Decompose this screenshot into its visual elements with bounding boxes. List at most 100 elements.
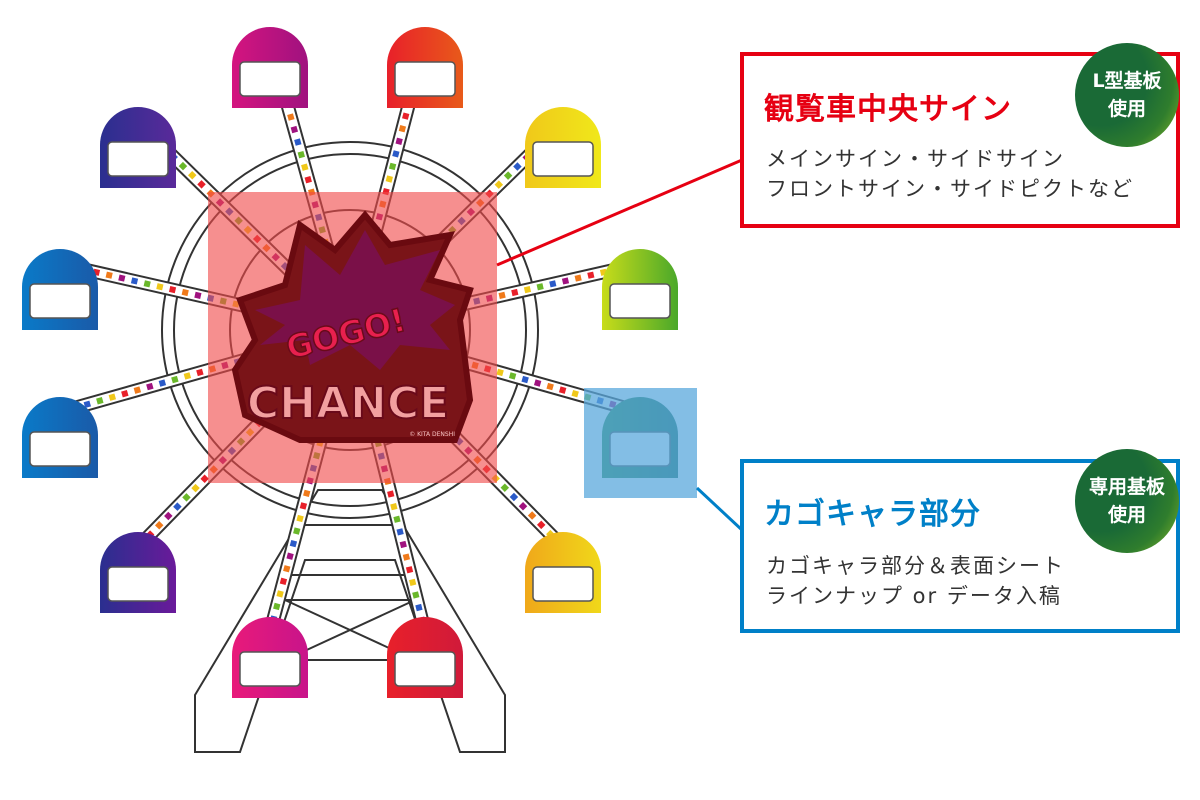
led-light: [178, 161, 188, 171]
led-light: [508, 372, 517, 380]
gondola: [100, 532, 176, 613]
led-light: [168, 286, 177, 294]
led-light: [133, 386, 142, 394]
blue-leader-line: [695, 486, 744, 532]
led-light: [301, 163, 309, 171]
gondola: [22, 397, 98, 478]
led-light: [303, 489, 311, 498]
led-light: [518, 502, 528, 511]
led-light: [500, 483, 510, 492]
led-light: [546, 382, 554, 391]
led-light: [558, 386, 567, 394]
led-light: [549, 280, 557, 288]
led-light: [283, 565, 291, 573]
desc-line: カゴキャラ部分＆表面シート: [766, 554, 1065, 578]
sign-text-chance: CHANCE: [247, 378, 449, 429]
led-light: [398, 125, 407, 133]
led-light: [154, 521, 164, 530]
gondola: [22, 249, 98, 330]
led-light: [385, 175, 393, 183]
led-light: [498, 291, 506, 299]
led-light: [523, 286, 532, 294]
led-light: [183, 372, 192, 380]
led-light: [396, 528, 404, 536]
led-light: [181, 288, 189, 297]
badge-line: L型基板: [1092, 70, 1162, 92]
led-light: [405, 566, 414, 574]
led-light: [296, 514, 304, 523]
desc-line: フロントサイン・サイドピクトなど: [766, 177, 1134, 201]
led-light: [509, 492, 519, 502]
gondola: [232, 27, 308, 108]
led-light: [156, 283, 164, 291]
led-light: [533, 379, 542, 387]
led-light: [121, 389, 129, 398]
led-light: [279, 577, 288, 585]
led-light: [130, 277, 139, 285]
led-light: [412, 591, 420, 599]
led-light: [390, 502, 398, 511]
callout-title: 観覧車中央サイン: [764, 92, 1012, 127]
board-badge-dedicated: 専用基板 使用: [1075, 449, 1179, 553]
callout-description: メインサイン・サイドサイン フロントサイン・サイドピクトなど: [766, 144, 1134, 204]
led-light: [299, 502, 308, 510]
led-light: [273, 602, 281, 611]
led-light: [197, 180, 206, 189]
led-light: [188, 170, 197, 180]
led-light: [536, 520, 546, 530]
led-light: [304, 175, 312, 184]
gondola: [232, 617, 308, 698]
led-light: [276, 590, 284, 598]
gondola: [525, 107, 601, 188]
gondola: [387, 617, 463, 698]
led-light: [511, 288, 519, 297]
led-light: [388, 162, 397, 171]
sign-copyright: © KITA DENSHI: [409, 431, 455, 438]
wheel-stand: [194, 489, 506, 753]
led-light: [571, 389, 579, 398]
led-light: [194, 291, 202, 299]
led-light: [200, 474, 209, 484]
gondola: [525, 532, 601, 613]
led-light: [536, 283, 544, 291]
gondola: [602, 249, 678, 330]
desc-line: メインサイン・サイドサイン: [766, 147, 1065, 171]
led-light: [196, 368, 204, 377]
gondola-highlight: [584, 388, 697, 498]
led-light: [387, 490, 395, 498]
led-light: [164, 511, 173, 521]
led-light: [587, 271, 595, 279]
led-light: [574, 274, 582, 282]
led-light: [393, 515, 401, 523]
led-light: [287, 113, 295, 121]
red-leader-line: [496, 158, 743, 267]
led-light: [561, 277, 570, 285]
led-light: [503, 171, 513, 180]
badge-line: 使用: [1107, 504, 1146, 526]
center-sign: GOGO! CHANCE © KITA DENSHI: [231, 210, 474, 443]
led-light: [293, 527, 301, 535]
led-light: [290, 125, 299, 134]
led-light: [182, 493, 191, 502]
led-light: [294, 138, 302, 146]
led-light: [494, 180, 504, 189]
led-light: [402, 112, 410, 120]
led-light: [392, 150, 400, 158]
led-light: [143, 280, 151, 288]
gondola: [387, 27, 463, 108]
led-light: [513, 162, 522, 171]
led-light: [118, 274, 126, 282]
led-light: [521, 375, 529, 384]
led-light: [158, 379, 167, 387]
led-light: [409, 578, 417, 586]
board-badge-l-type: L型基板 使用: [1075, 43, 1179, 147]
led-light: [415, 603, 423, 612]
desc-line: ラインナップ or データ入稿: [766, 584, 1062, 608]
badge-line: 専用基板: [1088, 476, 1165, 498]
led-light: [83, 400, 92, 408]
led-light: [402, 553, 411, 561]
callout-description: カゴキャラ部分＆表面シート ラインナップ or データ入稿: [766, 551, 1065, 611]
led-light: [286, 552, 294, 560]
led-light: [171, 375, 179, 384]
led-light: [173, 502, 182, 511]
